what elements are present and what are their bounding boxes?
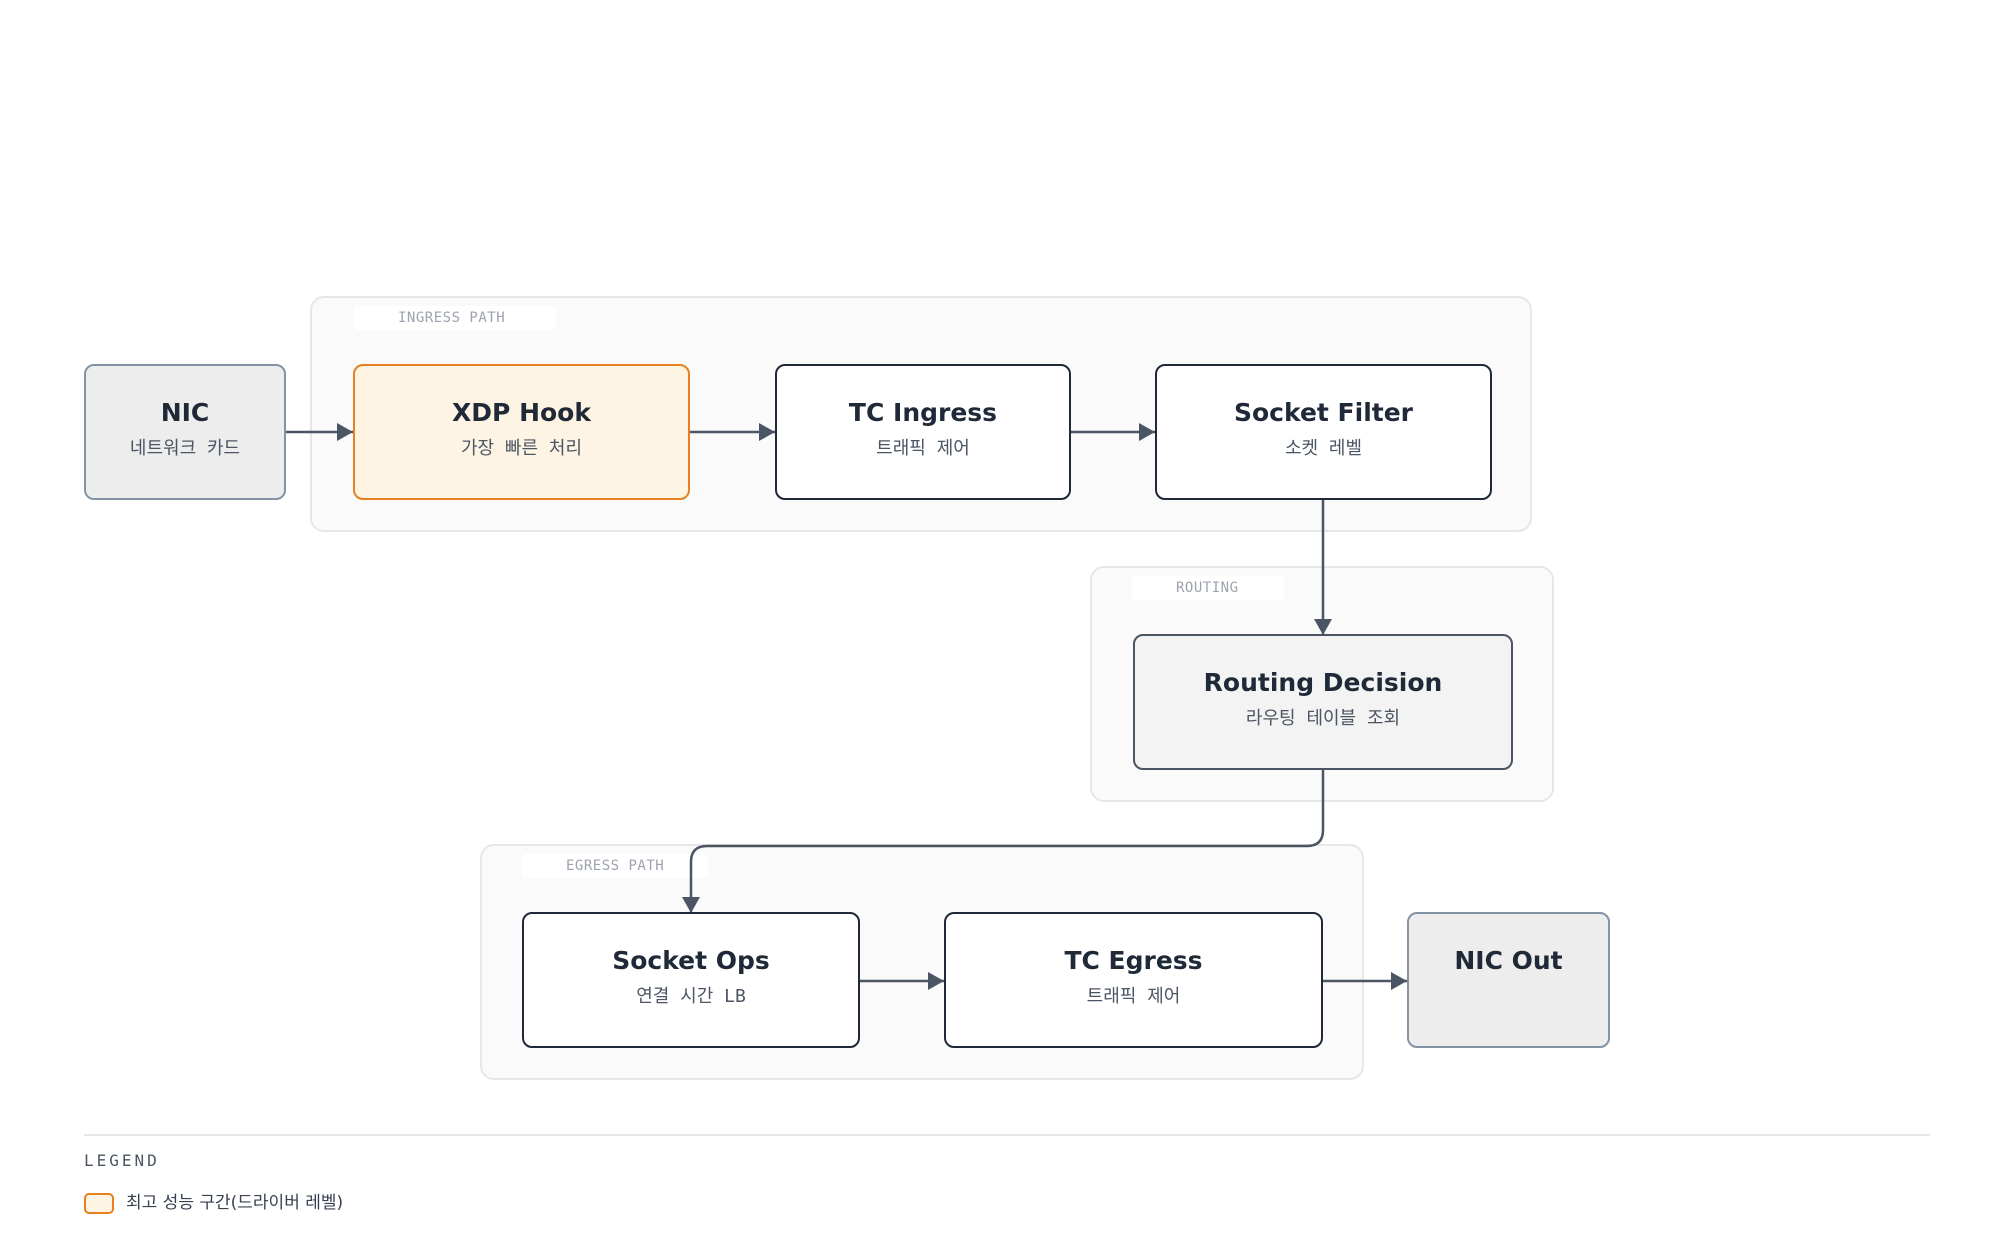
node-nic-title: NIC [160,398,210,427]
node-tc-ingress: TC Ingress 트래픽 제어 [775,364,1071,500]
arrowhead-routing-decision-to-socket-ops [682,897,700,913]
node-nic-out: NIC Out [1407,912,1610,1048]
node-socket-filter-title: Socket Filter [1233,398,1414,427]
egress-path-label: EGRESS PATH [522,854,708,878]
node-tc-ingress-subtitle: 트래픽 제어 [876,438,970,459]
routing-label: ROUTING [1132,576,1284,600]
node-socket-ops-title: Socket Ops [612,946,770,975]
node-xdp-hook: XDP Hook 가장 빠른 처리 [353,364,690,500]
node-socket-filter-subtitle: 소켓 레벨 [1284,438,1363,459]
legend-item-label: 최고 성능 구간(드라이버 레벨) [126,1193,344,1213]
node-socket-filter: Socket Filter 소켓 레벨 [1155,364,1492,500]
ingress-path-label: INGRESS PATH [354,306,556,330]
node-tc-ingress-title: TC Ingress [848,398,998,427]
legend-divider [84,1134,1930,1136]
node-tc-egress-title: TC Egress [1064,946,1203,975]
arrowhead-nic-to-xdp-hook [337,423,353,441]
legend-title: LEGEND [84,1151,160,1170]
node-xdp-hook-subtitle: 가장 빠른 처리 [460,438,583,459]
node-routing-decision: Routing Decision 라우팅 테이블 조회 [1133,634,1513,770]
arrowhead-tc-ingress-to-socket-filter [1139,423,1155,441]
node-tc-egress: TC Egress 트래픽 제어 [944,912,1323,1048]
arrowhead-socket-filter-to-routing-decision [1314,619,1332,635]
node-socket-ops: Socket Ops 연결 시간 LB [522,912,860,1048]
arrowhead-socket-ops-to-tc-egress [928,972,944,990]
node-socket-ops-subtitle: 연결 시간 LB [636,986,746,1007]
node-tc-egress-subtitle: 트래픽 제어 [1086,986,1181,1007]
edge-routing-decision-to-socket-ops [689,770,1325,913]
node-routing-decision-subtitle: 라우팅 테이블 조회 [1245,708,1401,729]
arrowhead-xdp-hook-to-tc-ingress [759,423,775,441]
node-nic: NIC 네트워크 카드 [84,364,286,500]
arrowhead-tc-egress-to-nic-out [1391,972,1407,990]
legend-swatch-hot-path [84,1193,114,1214]
node-xdp-hook-title: XDP Hook [452,398,591,427]
node-nic-subtitle: 네트워크 카드 [129,438,241,459]
node-nic-out-title: NIC Out [1454,946,1563,975]
node-routing-decision-title: Routing Decision [1203,668,1443,697]
